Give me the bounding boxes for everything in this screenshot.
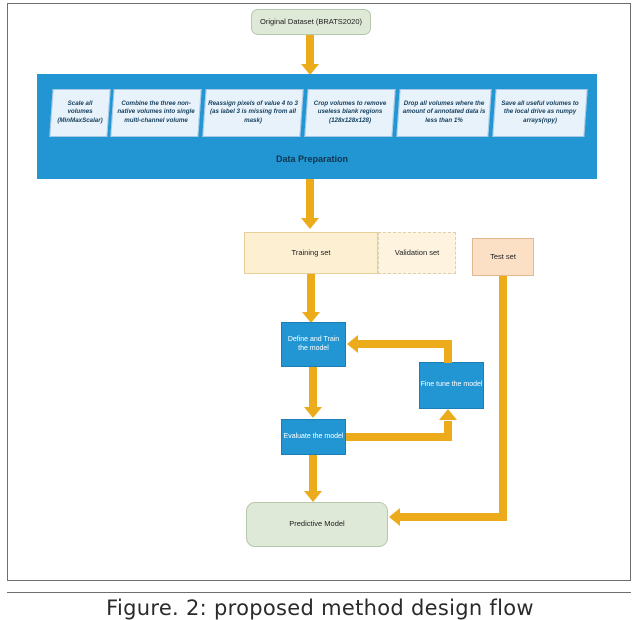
step-label-1: Scale all volumes (MinMaxScalar) [57, 100, 103, 125]
arrow-eval-to-predictive-shaft [309, 455, 317, 493]
arrow-dataset-to-prep-head [301, 64, 319, 75]
arrow-prep-to-split-shaft [306, 179, 314, 221]
arrow-test-to-predictive-head [389, 508, 400, 526]
step-label-4: Crop volumes to remove useless blank reg… [313, 100, 387, 125]
node-evaluate-model: Evaluate the model [281, 419, 346, 455]
node-define-train-model: Define and Train the model [281, 322, 346, 367]
arrow-finetune-to-define-horizontal [358, 340, 452, 348]
arrow-eval-to-finetune-horizontal [346, 433, 448, 441]
node-training-set: Training set [244, 232, 378, 274]
step-box-6: Save all useful volumes to the local dri… [492, 89, 588, 137]
node-validation-set: Validation set [378, 232, 456, 274]
step-label-3: Reassign pixels of value 4 to 3 (as labe… [208, 100, 298, 125]
step-box-1: Scale all volumes (MinMaxScalar) [49, 89, 111, 137]
arrow-dataset-to-prep-shaft [306, 35, 314, 65]
step-label-2: Combine the three non-native volumes int… [117, 100, 195, 125]
step-box-4: Crop volumes to remove useless blank reg… [304, 89, 396, 137]
node-original-dataset: Original Dataset (BRATS2020) [251, 9, 371, 35]
arrow-define-to-eval-shaft [309, 367, 317, 410]
arrow-test-to-predictive-vertical [499, 276, 507, 521]
node-predictive-model: Predictive Model [246, 502, 388, 547]
arrow-eval-to-predictive-head [304, 491, 322, 502]
arrow-prep-to-split-head [301, 218, 319, 229]
node-fine-tune-model: Fine tune the model [419, 362, 484, 409]
step-box-5: Drop all volumes where the amount of ann… [396, 89, 492, 137]
arrow-train-to-define-head [302, 312, 320, 323]
arrow-eval-to-finetune-vertical [444, 421, 452, 441]
arrow-finetune-to-define-vertical [444, 340, 452, 363]
step-label-6: Save all useful volumes to the local dri… [501, 100, 579, 125]
caption-divider [7, 592, 631, 593]
arrow-finetune-to-define-head [347, 335, 358, 353]
data-preparation-label: Data Preparation [275, 154, 349, 164]
step-box-3: Reassign pixels of value 4 to 3 (as labe… [202, 89, 304, 137]
arrow-eval-to-finetune-head [439, 409, 457, 420]
figure-caption: Figure. 2: proposed method design flow [106, 596, 534, 620]
node-test-set: Test set [472, 238, 534, 276]
arrow-define-to-eval-head [304, 407, 322, 418]
arrow-train-to-define-shaft [307, 274, 315, 315]
step-label-5: Drop all volumes where the amount of ann… [402, 100, 486, 125]
step-box-2: Combine the three non-native volumes int… [110, 89, 202, 137]
arrow-test-to-predictive-horizontal [400, 513, 507, 521]
figure-frame: Original Dataset (BRATS2020) Scale all v… [7, 3, 631, 581]
